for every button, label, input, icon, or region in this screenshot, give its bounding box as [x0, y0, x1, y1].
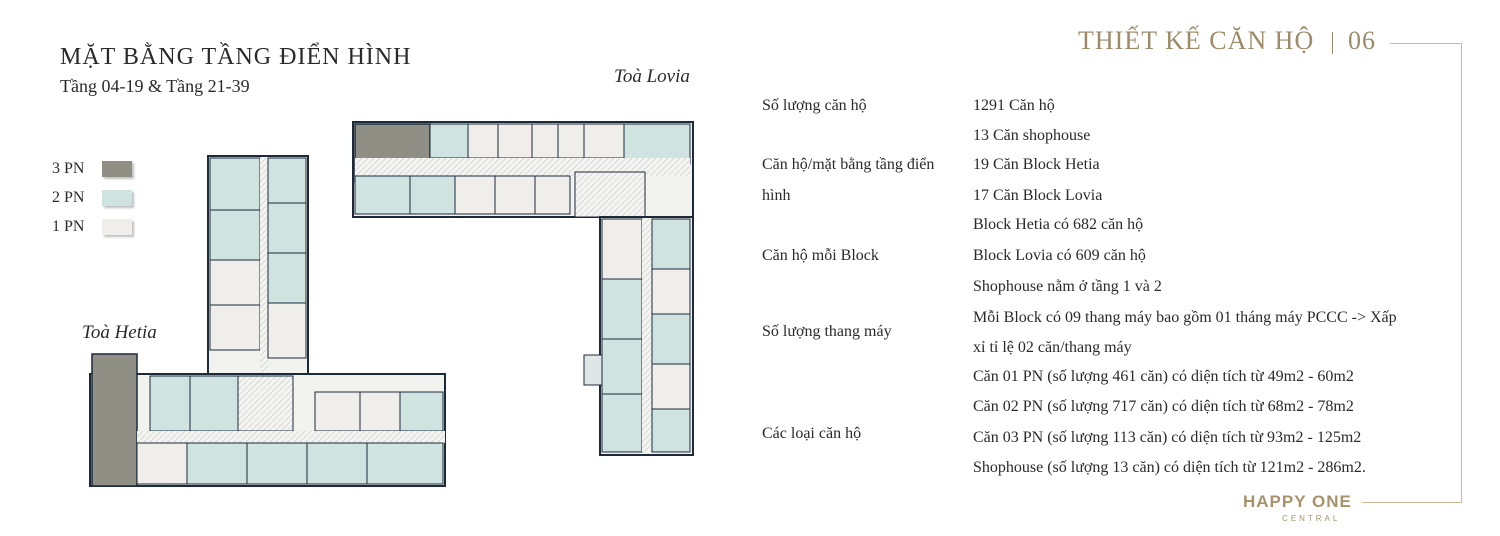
value-elevators-line1: Mỗi Block có 09 thang máy bao gồm 01 thá… [973, 309, 1397, 326]
brand-logo-subtitle: CENTRAL [1282, 514, 1341, 523]
lovia-right-wing [583, 216, 694, 456]
value-lovia-total: Block Lovia có 609 căn hộ [973, 247, 1146, 264]
label-elevators: Số lượng thang máy [762, 323, 892, 340]
value-total-apartments: 1291 Căn hộ [973, 97, 1055, 114]
frame-line-top [1390, 43, 1462, 44]
block-label-lovia: Toà Lovia [614, 66, 690, 87]
label-quantity: Số lượng căn hộ [762, 97, 867, 114]
hetia-vertical-wing [207, 155, 309, 377]
plan-subtitle: Tầng 04-19 & Tầng 21-39 [60, 76, 250, 96]
legend-swatch-1pn [102, 219, 132, 235]
plan-title: MẶT BẰNG TẦNG ĐIỂN HÌNH [60, 44, 412, 70]
floor-plan-diagram [89, 121, 694, 487]
page-number: 06 [1348, 26, 1376, 55]
value-lovia-per-floor: 17 Căn Block Lovia [973, 187, 1103, 204]
value-shophouse-floors: Shophouse nằm ở tầng 1 và 2 [973, 278, 1162, 295]
value-type-3pn: Căn 03 PN (số lượng 113 căn) có diện tíc… [973, 429, 1362, 446]
value-hetia-total: Block Hetia có 682 căn hộ [973, 216, 1144, 233]
label-typical-floor-line1: Căn hộ/mặt bằng tầng điển [762, 156, 935, 173]
legend-swatch-3pn [102, 161, 132, 177]
legend-label-2pn: 2 PN [52, 189, 85, 206]
value-type-2pn: Căn 02 PN (số lượng 717 căn) có diện tíc… [973, 398, 1354, 415]
brand-logo: HAPPY ONE [1243, 492, 1352, 511]
section-title: THIẾT KẾ CĂN HỘ [1078, 26, 1315, 55]
block-label-hetia: Toà Hetia [82, 322, 157, 343]
frame-line-right [1461, 43, 1462, 503]
value-hetia-per-floor: 19 Căn Block Hetia [973, 156, 1100, 173]
frame-line-bottom [1362, 502, 1462, 503]
value-type-1pn: Căn 01 PN (số lượng 461 căn) có diện tíc… [973, 368, 1354, 385]
label-per-block: Căn hộ mỗi Block [762, 247, 879, 264]
legend-label-3pn: 3 PN [52, 160, 85, 177]
label-apartment-types: Các loại căn hộ [762, 425, 862, 442]
legend-label-1pn: 1 PN [52, 218, 85, 235]
header-separator [1332, 32, 1333, 54]
legend-swatch-2pn [102, 190, 132, 206]
hetia-bottom-wing [89, 353, 446, 487]
value-shophouses: 13 Căn shophouse [973, 127, 1091, 144]
value-type-shophouse: Shophouse (số lượng 13 căn) có diện tích… [973, 459, 1366, 476]
value-elevators-line2: xỉ tỉ lệ 02 căn/thang máy [973, 339, 1132, 356]
label-typical-floor-line2: hình [762, 187, 791, 204]
lovia-top-wing [352, 121, 694, 218]
